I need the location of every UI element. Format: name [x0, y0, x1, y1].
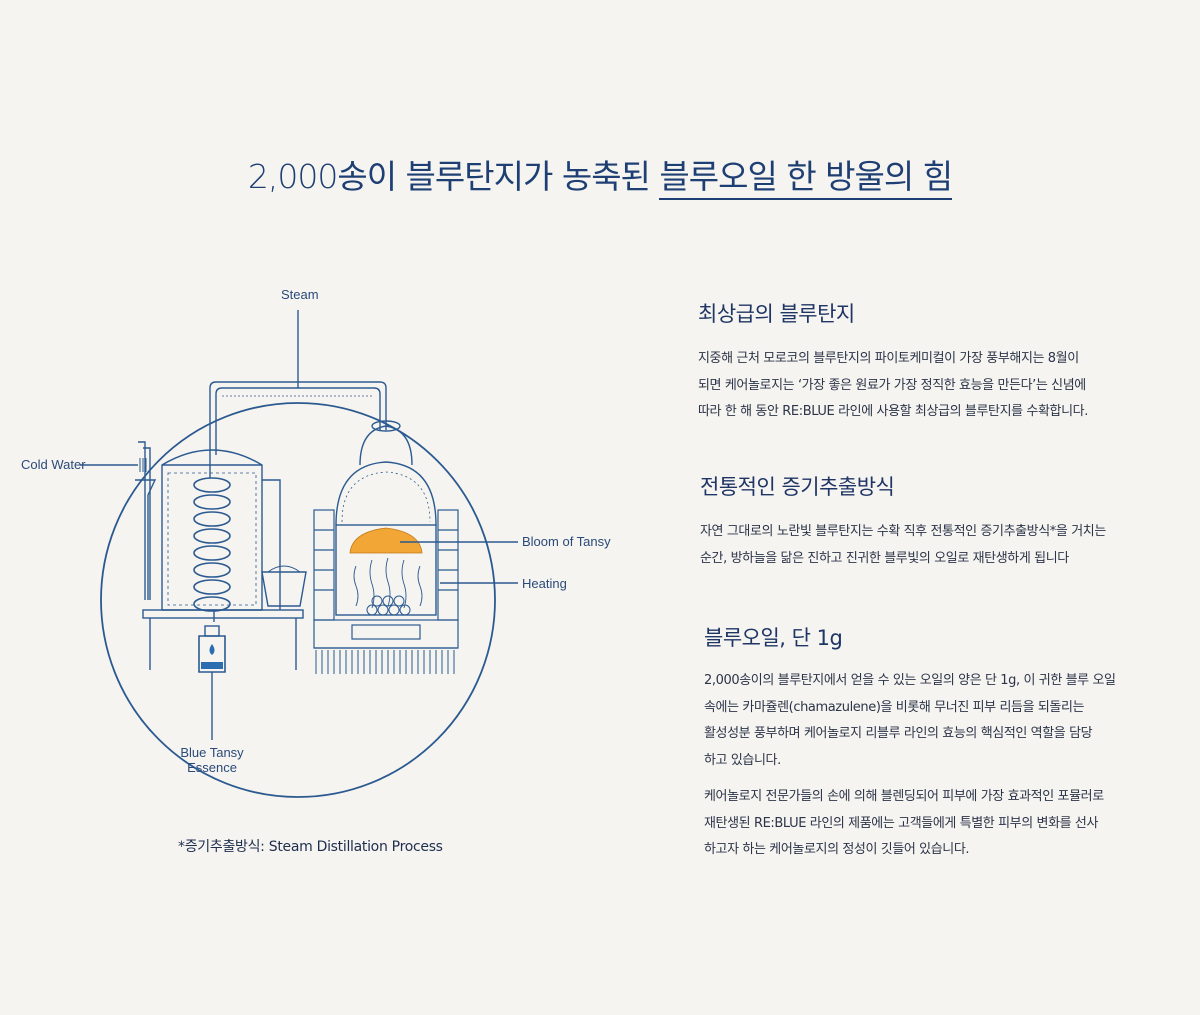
distillation-diagram: Steam Cold Water Bloom of Tansy Heating …: [0, 270, 640, 830]
condenser-tank: [161, 449, 263, 611]
bucket: [261, 571, 307, 607]
frame-circle: [100, 402, 496, 798]
section-premium-tansy: 최상급의 블루탄지 지중해 근처 모로코의 블루탄지의 파이토케미컬이 가장 풍…: [698, 298, 1178, 436]
section-paragraph: 케어놀로지 전문가들의 손에 의해 블렌딩되어 피부에 가장 효과적인 포뮬러로…: [704, 789, 1104, 857]
page-headline: 2,000송이 블루탄지가 농축된 블루오일 한 방울의 힘: [0, 150, 1200, 200]
label-essence-line1: Blue Tansy: [180, 745, 244, 760]
section-title: 최상급의 블루탄지: [698, 302, 855, 326]
condenser-coil: [193, 477, 231, 612]
label-steam: Steam: [281, 287, 319, 302]
section-blue-oil: 블루오일, 단 1g 2,000송이의 블루탄지에서 얻을 수 있는 오일의 양…: [704, 622, 1184, 874]
section-paragraph: 지중해 근처 모로코의 블루탄지의 파이토케미컬이 가장 풍부해지는 8월이 되…: [698, 351, 1088, 419]
distillation-illustration: [80, 310, 518, 798]
essence-bottle: [198, 625, 226, 673]
label-heating: Heating: [522, 576, 567, 591]
headline-emphasis: 블루오일 한 방울의 힘: [659, 157, 953, 200]
label-essence-line2: Essence: [187, 760, 237, 775]
tansy-bloom: [349, 527, 423, 554]
fire-logs: [366, 595, 411, 616]
section-title: 전통적인 증기추출방식: [700, 475, 895, 499]
steam-pipe: [209, 381, 387, 455]
section-paragraph: 2,000송이의 블루탄지에서 얻을 수 있는 오일의 양은 단 1g, 이 귀…: [704, 673, 1116, 768]
heat-waves: [353, 557, 423, 609]
brick-furnace: [313, 509, 459, 674]
alembic-still: [335, 420, 437, 616]
section-steam-distillation: 전통적인 증기추출방식 자연 그대로의 노란빛 블루탄지는 수확 직후 전통적인…: [700, 471, 1180, 582]
label-bloom: Bloom of Tansy: [522, 534, 611, 549]
section-title: 블루오일, 단 1g: [704, 626, 843, 650]
section-paragraph: 자연 그대로의 노란빛 블루탄지는 수확 직후 전통적인 증기추출방식*을 거치…: [700, 524, 1106, 566]
label-cold-water: Cold Water: [21, 457, 86, 472]
headline-plain: 2,000송이 블루탄지가 농축된: [247, 157, 660, 196]
cold-water-pipe: [138, 441, 146, 600]
label-essence: Blue Tansy Essence: [176, 745, 248, 775]
diagram-caption: *증기추출방식: Steam Distillation Process: [178, 839, 443, 855]
table: [142, 609, 304, 619]
